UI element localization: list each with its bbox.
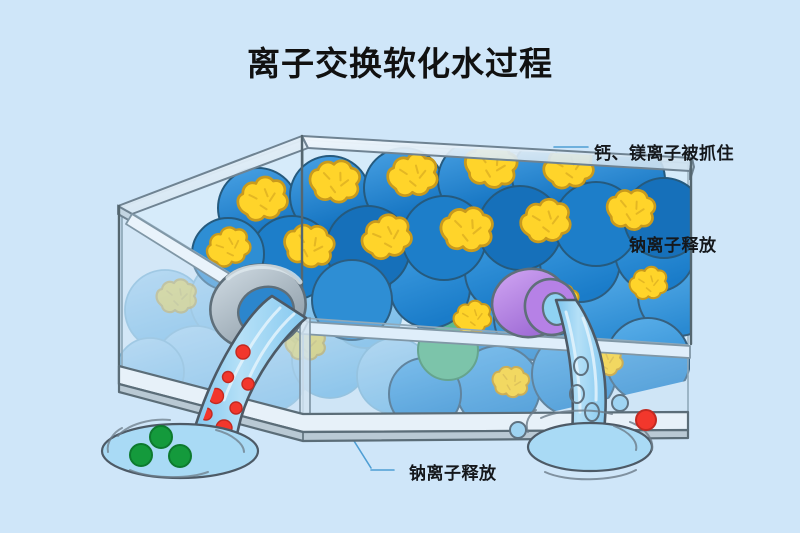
- callout-sodium-released-bottom: 钠离子释放: [409, 464, 497, 483]
- callout-sodium-released-right: 钠离子释放: [629, 236, 717, 255]
- soft-water-outlet-group: [490, 267, 657, 481]
- residual-calcium-ion: [635, 409, 657, 431]
- callout-calcium-magnesium-captured: 钙、镁离子被抓住: [594, 144, 734, 163]
- hard-water-outlet-group: [100, 263, 308, 480]
- magnesium-ions-in-puddle: [129, 425, 192, 468]
- page-title: 离子交换软化水过程: [247, 45, 553, 82]
- water-droplet-left: [509, 421, 527, 439]
- hard-water-puddle: [100, 418, 260, 480]
- water-droplet-top: [611, 394, 629, 412]
- soft-water-puddle: [509, 394, 657, 481]
